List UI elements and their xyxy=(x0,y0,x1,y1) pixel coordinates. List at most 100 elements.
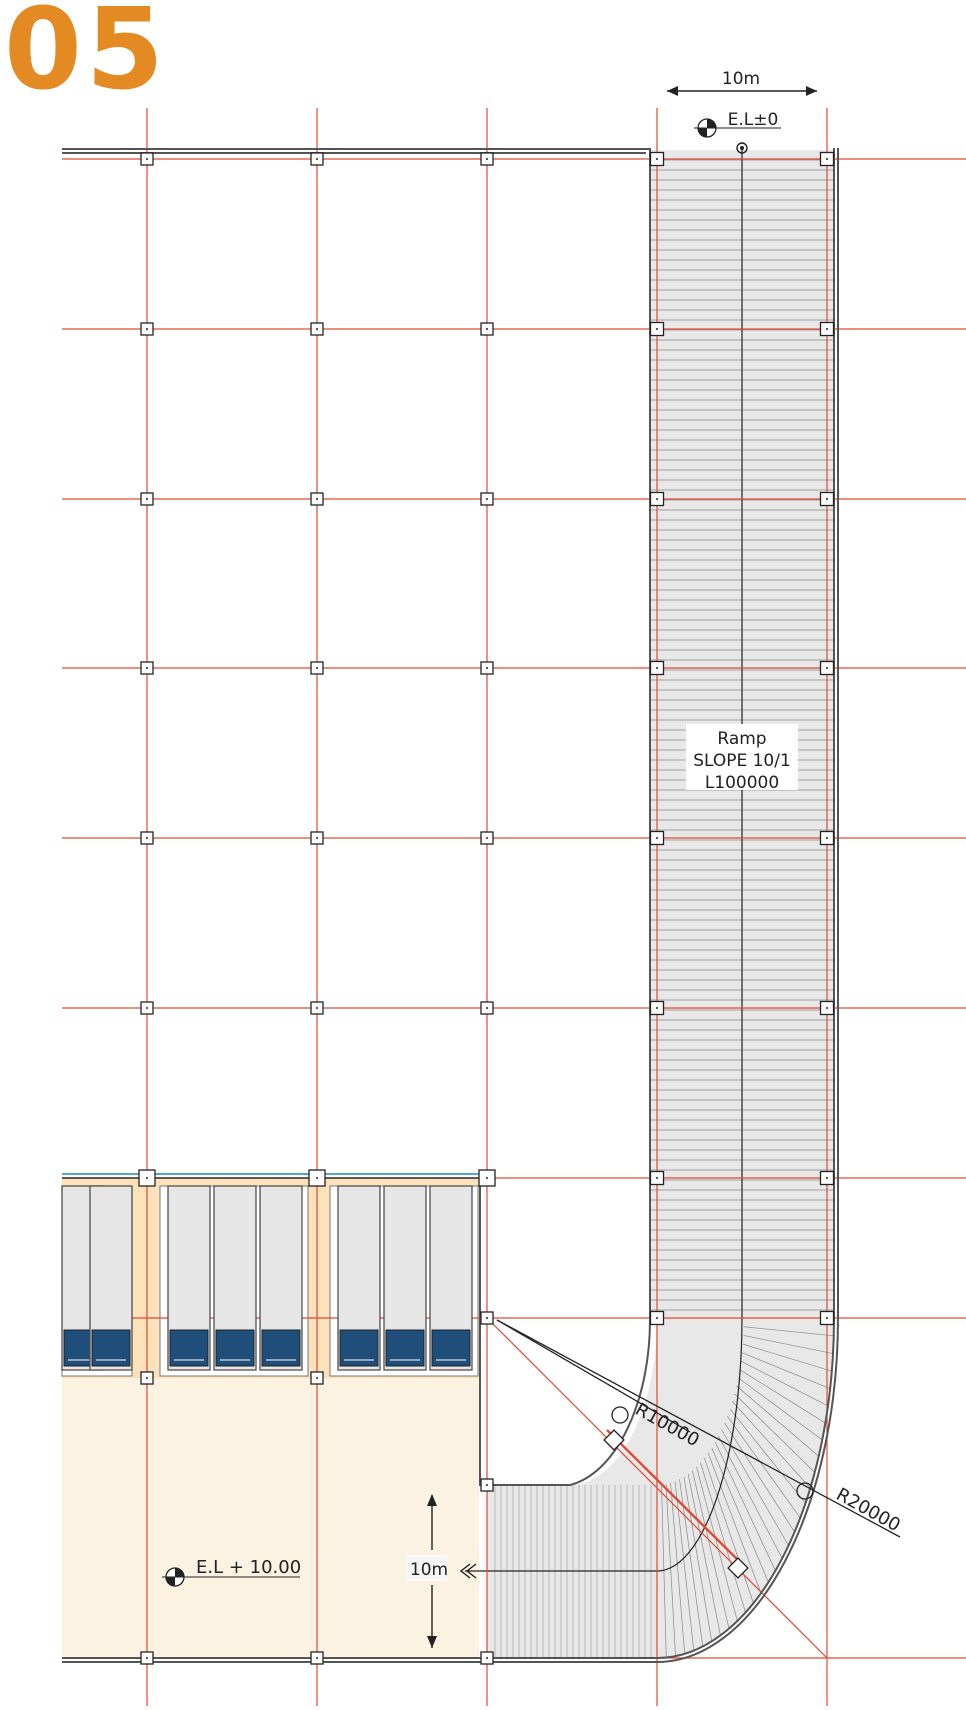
car-2 xyxy=(167,1185,211,1371)
column-center xyxy=(316,837,318,839)
ramp-label: Ramp SLOPE 10/1 L100000 xyxy=(686,724,798,793)
column-center xyxy=(656,1177,658,1179)
level-datum-icon xyxy=(162,1567,300,1587)
ramp-curve-tread xyxy=(743,1335,834,1354)
radius-outer-label: R20000 xyxy=(833,1484,904,1536)
ramp-label-background xyxy=(686,724,798,790)
column-center xyxy=(316,1177,318,1179)
ramp-curve-tread xyxy=(696,1466,738,1622)
column-center xyxy=(146,1007,148,1009)
column-center xyxy=(656,1317,658,1319)
column-center xyxy=(146,667,148,669)
level-datum-icon xyxy=(694,118,781,138)
ramp-curve-tread xyxy=(714,1441,776,1571)
radius-inner-marker xyxy=(611,1406,629,1424)
ramp-curve-tread xyxy=(683,1476,713,1642)
column-center xyxy=(486,498,488,500)
column-center xyxy=(316,328,318,330)
radius-outer-marker xyxy=(796,1482,814,1500)
ramp-curve-tread xyxy=(721,1429,789,1546)
ramp-curve-tread xyxy=(718,1435,783,1559)
ramp-title: Ramp xyxy=(717,729,766,749)
dimension-top-label: 10m xyxy=(722,69,760,89)
ramp-curve-tread xyxy=(732,1401,811,1489)
elevation-top-label: E.L±0 xyxy=(728,110,779,130)
column-center xyxy=(656,667,658,669)
car-7 xyxy=(429,1185,473,1371)
column-center xyxy=(146,158,148,160)
dimension-arrow-icon xyxy=(806,86,817,96)
ramp-curve-tread xyxy=(739,1369,826,1424)
column-center xyxy=(146,837,148,839)
column-center xyxy=(486,1177,488,1179)
column-center xyxy=(316,1007,318,1009)
column-center xyxy=(146,1377,148,1379)
column-center xyxy=(146,328,148,330)
car-windshield xyxy=(215,1329,255,1367)
ramp-curve-tread xyxy=(738,1377,823,1441)
direction-arrow-icon xyxy=(459,1563,471,1579)
column-center xyxy=(826,328,828,330)
page-number: 05 xyxy=(4,0,168,115)
column-center xyxy=(146,498,148,500)
ramp-length: L100000 xyxy=(705,773,779,793)
elevation-bottom-label: E.L + 10.00 xyxy=(196,1557,301,1578)
ramp-curve-tread xyxy=(711,1447,769,1583)
car-1 xyxy=(89,1185,133,1371)
column-center xyxy=(316,1657,318,1659)
dimension-bottom-label: 10m xyxy=(410,1560,448,1580)
columns xyxy=(138,151,835,1665)
column-center xyxy=(826,667,828,669)
ramp-curve-tread xyxy=(724,1422,795,1533)
ramp-curve-tread xyxy=(743,1326,834,1337)
ramp-curve-tread xyxy=(727,1415,801,1519)
column-center xyxy=(486,1317,488,1319)
column-center xyxy=(486,1484,488,1486)
column-center xyxy=(316,667,318,669)
ramp-start-marker xyxy=(736,142,748,154)
ramp-curve-tread xyxy=(734,1393,815,1473)
column-center xyxy=(316,1377,318,1379)
ramp-curve-tread xyxy=(742,1343,832,1372)
ramp-curve-tread xyxy=(665,1484,676,1657)
column-center xyxy=(656,328,658,330)
column-center xyxy=(316,498,318,500)
grid-line-diagonal xyxy=(486,1317,828,1659)
dimension-arrow-icon xyxy=(667,86,678,96)
ramp-curve-fill xyxy=(487,1318,834,1658)
column-center xyxy=(656,1007,658,1009)
ramp-curve-tread xyxy=(741,1352,831,1390)
column-center xyxy=(146,1657,148,1659)
car-windshield xyxy=(91,1329,131,1367)
ramp xyxy=(465,142,834,1658)
ramp-curve-tread xyxy=(700,1462,746,1613)
ramp-curve-tread xyxy=(736,1385,819,1457)
column-center xyxy=(656,158,658,160)
direction-arrow-icon xyxy=(465,1563,477,1579)
wall-inner-curve xyxy=(479,1178,652,1486)
column-center xyxy=(826,1317,828,1319)
grid-line-diagonal-accent xyxy=(606,1429,745,1567)
column-center xyxy=(486,1007,488,1009)
wall-outer xyxy=(62,148,835,1659)
car-3 xyxy=(213,1185,257,1371)
radius-inner-line xyxy=(496,1319,691,1433)
car-windshield xyxy=(261,1329,301,1367)
parked-cars xyxy=(61,1185,473,1371)
ramp-slope: SLOPE 10/1 xyxy=(693,751,791,771)
column-center xyxy=(826,498,828,500)
column-center xyxy=(826,1177,828,1179)
grid-spacer xyxy=(826,1580,966,1600)
column-center xyxy=(486,328,488,330)
car-windshield xyxy=(385,1329,425,1367)
wall-top-inner xyxy=(62,148,651,1318)
dimension-arrow-icon xyxy=(427,1636,437,1648)
car-windshield xyxy=(339,1329,379,1367)
car-5 xyxy=(337,1185,381,1371)
dimension-bottom-background xyxy=(405,1555,447,1581)
column-center xyxy=(486,1657,488,1659)
ramp-start-dot xyxy=(740,146,744,150)
column-rotated xyxy=(603,1429,625,1451)
annotations xyxy=(162,86,901,1648)
ramp-centerline-curve xyxy=(465,1317,743,1572)
